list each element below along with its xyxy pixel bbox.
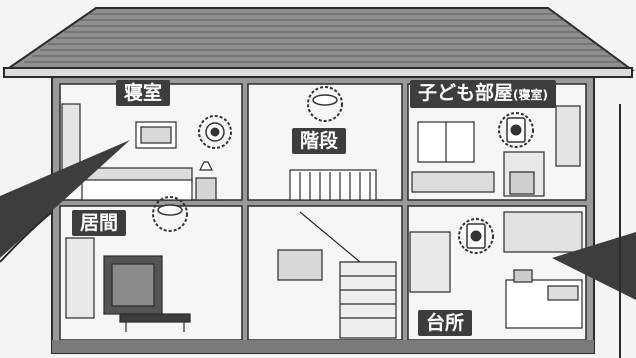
label-stairs: 階段 bbox=[292, 128, 347, 154]
kitchen-furniture bbox=[409, 211, 583, 329]
heat-detector-icon bbox=[458, 218, 494, 254]
label-kitchen: 台所 bbox=[418, 310, 473, 336]
stair-railing bbox=[289, 169, 377, 201]
label-living: 居間 bbox=[72, 210, 127, 236]
label-kids-room: 子ども部屋(寝室) bbox=[410, 80, 556, 108]
kids-room-furniture bbox=[411, 105, 581, 197]
staircase bbox=[277, 211, 397, 339]
label-bedroom: 寝室 bbox=[116, 80, 171, 106]
bedroom-furniture bbox=[61, 103, 217, 201]
smoke-detector-icon bbox=[152, 196, 188, 232]
label-kids-room-main: 子ども部屋 bbox=[418, 82, 514, 104]
label-kids-room-sub: (寝室) bbox=[513, 88, 548, 102]
living-room-furniture bbox=[65, 237, 191, 332]
callout-pointer-right bbox=[552, 232, 636, 300]
smoke-detector-icon bbox=[307, 86, 343, 122]
heat-detector-icon bbox=[498, 112, 534, 148]
smoke-detector-icon bbox=[198, 115, 232, 149]
roof bbox=[2, 7, 636, 71]
